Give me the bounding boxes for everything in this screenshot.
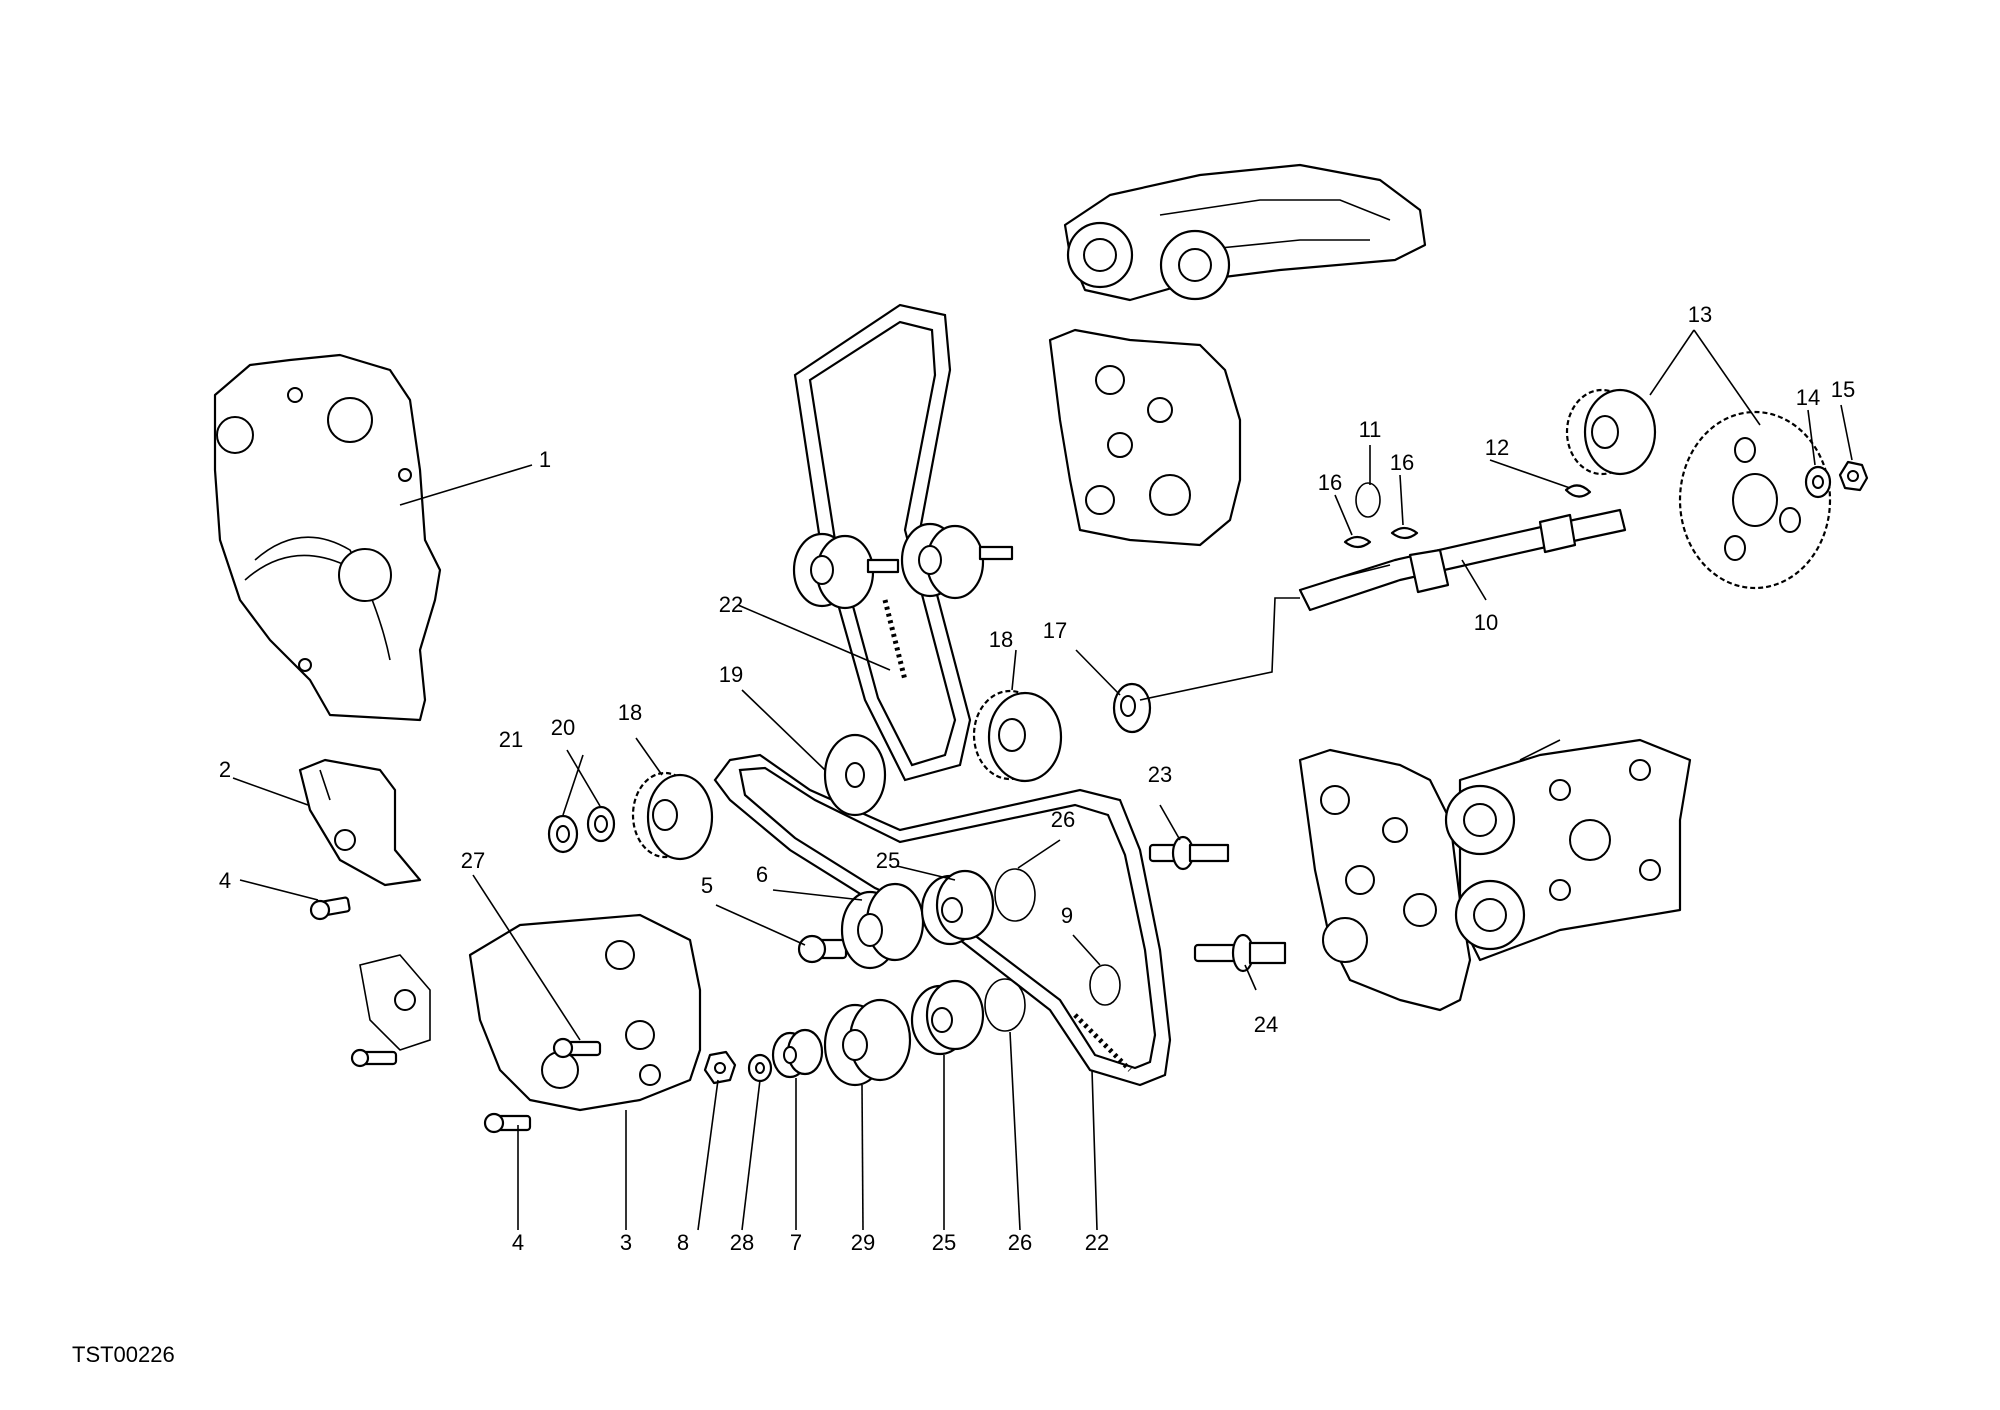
idler-pulley-upper-left <box>792 532 900 610</box>
callout-12: 12 <box>1485 435 1509 460</box>
callout-10: 10 <box>1474 610 1498 635</box>
key-12 <box>1564 484 1592 498</box>
timing-belt-front <box>713 753 1172 1087</box>
callout-19: 19 <box>719 662 743 687</box>
leader-lines <box>232 329 1853 1231</box>
callout-labels: 1 2 3 4 4 5 6 7 8 9 10 11 12 13 14 15 16… <box>219 302 1855 1255</box>
circlip-26-lower <box>984 978 1026 1032</box>
stud-24 <box>1193 933 1287 973</box>
callout-4-lower: 4 <box>512 1230 524 1255</box>
timing-gear-13-small <box>1565 388 1657 476</box>
callout-16-right: 16 <box>1390 450 1414 475</box>
callout-6: 6 <box>756 862 768 887</box>
timing-belt-rear <box>793 303 972 782</box>
callout-7: 7 <box>790 1230 802 1255</box>
seal-17 <box>1112 682 1152 734</box>
cover-bracket-small <box>298 758 422 887</box>
callout-28: 28 <box>730 1230 754 1255</box>
screw-4-upper <box>309 896 351 921</box>
circlip-11 <box>1355 482 1381 518</box>
washer-14 <box>1804 465 1832 499</box>
callout-22-upper: 22 <box>719 592 743 617</box>
pulley-29 <box>823 998 912 1087</box>
callout-18-upper: 18 <box>989 627 1013 652</box>
tensioner-6 <box>840 882 925 970</box>
washer-20 <box>586 805 616 843</box>
timing-gear-18-lower <box>631 771 714 861</box>
screw-left <box>350 1048 398 1068</box>
callout-27: 27 <box>461 848 485 873</box>
cylinder-head-front <box>1444 738 1692 962</box>
bearing-25-upper <box>920 869 995 946</box>
nut-8 <box>703 1050 737 1085</box>
eccentric-7 <box>771 1028 824 1079</box>
callout-13: 13 <box>1688 302 1712 327</box>
circlip-26-upper <box>994 868 1036 922</box>
washer-19 <box>823 733 887 817</box>
callout-18-lower: 18 <box>618 700 642 725</box>
cam-support-front <box>1298 748 1472 1012</box>
callout-9: 9 <box>1061 903 1073 928</box>
callout-16-left: 16 <box>1318 470 1342 495</box>
callout-15: 15 <box>1831 377 1855 402</box>
callout-5: 5 <box>701 873 713 898</box>
callout-20: 20 <box>551 715 575 740</box>
screw-27 <box>552 1037 602 1059</box>
nut-15 <box>1838 460 1869 492</box>
stud-23 <box>1148 835 1230 871</box>
washer-28 <box>747 1053 773 1083</box>
idler-pulley-upper-right <box>900 522 1014 600</box>
bearing-25-lower <box>910 979 985 1056</box>
callout-17: 17 <box>1043 618 1067 643</box>
timing-gear-18-upper <box>972 689 1063 783</box>
bolt-5 <box>797 934 848 964</box>
callout-29: 29 <box>851 1230 875 1255</box>
callout-23: 23 <box>1148 762 1172 787</box>
key-16-left <box>1343 535 1372 549</box>
callout-21: 21 <box>499 727 523 752</box>
callout-25-lower: 25 <box>932 1230 956 1255</box>
nut-21 <box>547 814 579 854</box>
callout-8: 8 <box>677 1230 689 1255</box>
cylinder-head-rear <box>1063 163 1427 302</box>
callout-4-upper: 4 <box>219 868 231 893</box>
key-16-right <box>1390 526 1419 540</box>
screw-4-lower <box>483 1112 532 1134</box>
timing-gear-13-large <box>1678 410 1832 590</box>
circlip-9 <box>1089 964 1121 1006</box>
callout-1: 1 <box>539 447 551 472</box>
timing-cover-upper <box>213 353 442 722</box>
callout-22-lower: 22 <box>1085 1230 1109 1255</box>
callout-24: 24 <box>1254 1012 1278 1037</box>
timing-cover-lower <box>359 913 702 1112</box>
callout-3: 3 <box>620 1230 632 1255</box>
callout-14: 14 <box>1796 385 1820 410</box>
cam-support-rear <box>1048 328 1242 547</box>
diagram-code: TST00226 <box>72 1342 175 1367</box>
callout-25-upper: 25 <box>876 848 900 873</box>
callout-2: 2 <box>219 757 231 782</box>
callout-11: 11 <box>1359 417 1382 442</box>
callout-26-upper: 26 <box>1051 807 1075 832</box>
callout-26-lower: 26 <box>1008 1230 1032 1255</box>
